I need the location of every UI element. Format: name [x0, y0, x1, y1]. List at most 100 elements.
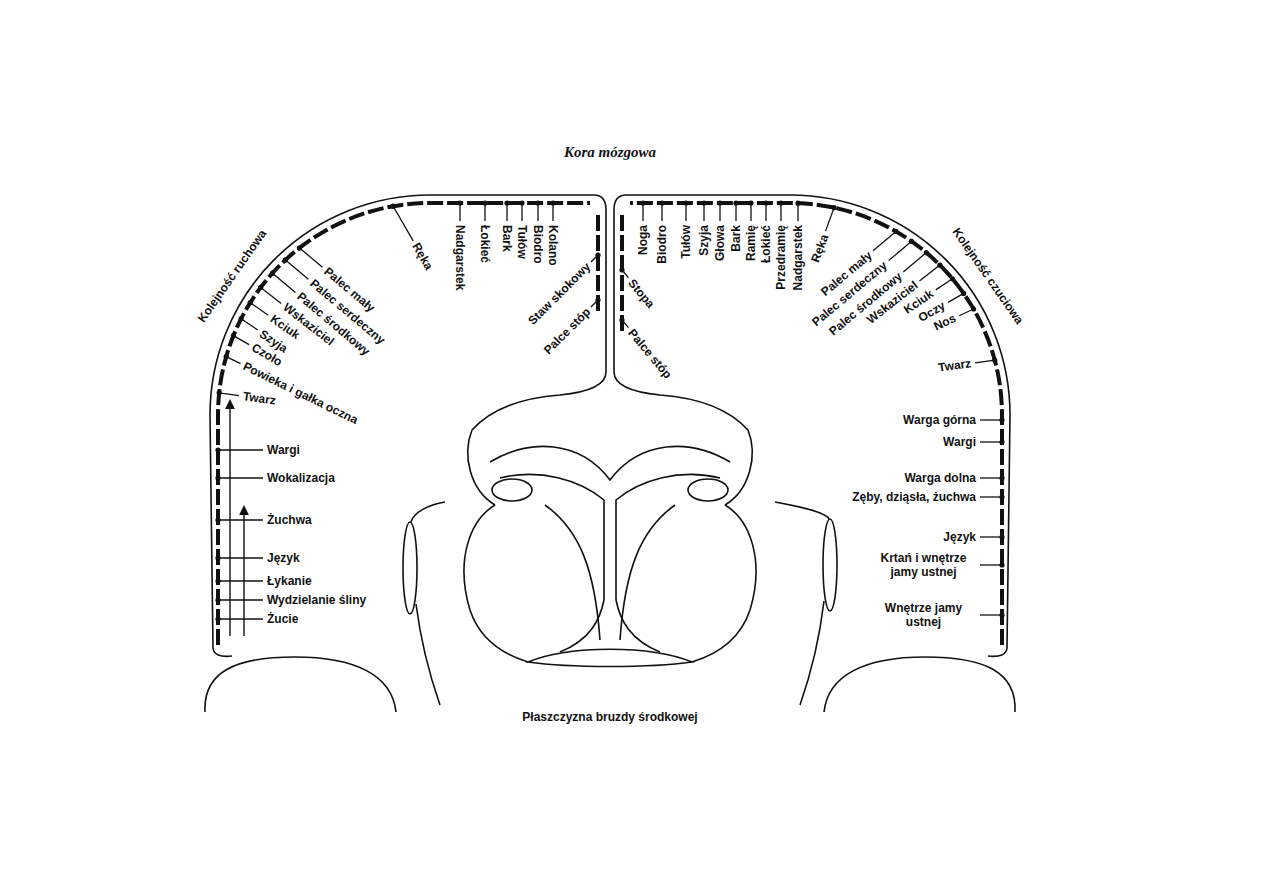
band-point — [937, 262, 942, 267]
band-point — [763, 200, 768, 205]
band-point — [733, 200, 738, 205]
band-point — [215, 616, 220, 621]
band-point — [215, 475, 220, 480]
leader-line — [218, 557, 263, 558]
figure-caption: Płaszczyzna bruzdy środkowej — [520, 710, 699, 724]
band-point — [909, 239, 914, 244]
band-point — [893, 229, 898, 234]
band-point — [297, 245, 302, 250]
band-point — [482, 200, 487, 205]
fissure-line — [800, 601, 824, 705]
leader-line — [750, 203, 751, 221]
body-part-label: Warga górna — [902, 413, 977, 427]
right-hemisphere-outline — [614, 195, 1010, 648]
band-point — [717, 200, 722, 205]
sensory-band — [630, 203, 1002, 645]
cortex-band — [218, 203, 1002, 645]
band-point — [595, 252, 600, 257]
leader-line — [685, 203, 686, 221]
body-part-label: Łokieć — [478, 224, 492, 264]
band-point — [283, 257, 288, 262]
body-part-label: Krtań i wnętrze jamy ustnej — [870, 551, 977, 579]
body-part-label: Łykanie — [266, 574, 313, 588]
leader-line — [873, 231, 896, 250]
corpus-callosum — [472, 372, 606, 430]
band-point — [215, 517, 220, 522]
band-point — [391, 204, 396, 209]
leader-line — [936, 279, 953, 290]
band-point — [595, 297, 600, 302]
leader-line — [780, 203, 781, 221]
body-part-label: Głowa — [713, 224, 727, 262]
leader-line — [797, 203, 798, 221]
motor-band — [218, 203, 590, 645]
internal-capsule — [620, 505, 675, 640]
band-point — [619, 317, 624, 322]
cortex-outline — [205, 195, 1015, 712]
leader-line — [484, 203, 485, 221]
leader-line — [393, 206, 413, 241]
leader-line — [506, 203, 507, 221]
body-part-label: Twarz — [241, 389, 278, 408]
band-point — [950, 276, 955, 281]
leader-line — [250, 303, 268, 316]
band-point — [535, 200, 540, 205]
body-part-label: Palce stóp — [625, 325, 676, 382]
body-part-label: Zęby, dziąsła, żuchwa — [851, 490, 977, 504]
band-point — [701, 200, 706, 205]
band-point — [999, 612, 1004, 617]
leader-line — [980, 441, 1002, 442]
ventricle-floor — [500, 474, 604, 600]
body-part-label: Żuchwa — [266, 513, 313, 527]
body-part-label: Nadgarstek — [791, 224, 805, 291]
body-part-label: Noga — [636, 224, 650, 256]
leader-line — [218, 618, 263, 619]
leader-line — [889, 241, 912, 260]
body-part-label: Wokalizacja — [266, 471, 336, 485]
body-part-label: Ręka — [807, 232, 831, 266]
leader-line — [218, 580, 263, 581]
band-point — [999, 475, 1004, 480]
band-point — [239, 316, 244, 321]
leader-line — [552, 203, 553, 221]
sensory-band — [620, 215, 624, 335]
leader-line — [218, 449, 263, 450]
leader-line — [537, 203, 538, 221]
leader-line — [218, 519, 263, 520]
band-point — [999, 562, 1004, 567]
order-arrow — [243, 510, 244, 636]
leader-line — [735, 203, 736, 221]
insula-loop — [403, 522, 417, 614]
band-point — [961, 291, 966, 296]
body-part-label: Kolano — [546, 224, 560, 267]
leader-line — [948, 293, 964, 302]
band-point — [231, 333, 236, 338]
body-part-label: Wargi — [942, 435, 977, 449]
body-part-label: Bark — [500, 224, 514, 253]
midline-structure — [616, 600, 660, 652]
leader-line — [642, 203, 643, 221]
leader-line — [980, 496, 1002, 497]
leader-line — [661, 203, 662, 221]
thalamus-outline — [464, 505, 528, 662]
body-part-label: Ręka — [409, 240, 436, 274]
body-part-label: Biodro — [655, 224, 669, 265]
band-point — [971, 306, 976, 311]
band-point — [550, 200, 555, 205]
body-part-label: Szyja — [697, 224, 711, 257]
motor-band — [596, 215, 600, 312]
band-point — [258, 285, 263, 290]
body-part-label: Język — [266, 551, 301, 565]
band-point — [215, 555, 220, 560]
leader-line — [919, 265, 939, 281]
leader-line — [980, 564, 1002, 565]
outline-corner — [213, 648, 232, 656]
leader-line — [719, 203, 720, 221]
thalamus-outline — [692, 505, 756, 662]
body-part-label: Biodro — [531, 224, 545, 265]
ventricle-floor — [616, 474, 720, 600]
left-hemisphere-outline — [210, 195, 606, 648]
temporal-lobe — [205, 657, 396, 712]
body-part-label: Wargi — [266, 443, 301, 457]
